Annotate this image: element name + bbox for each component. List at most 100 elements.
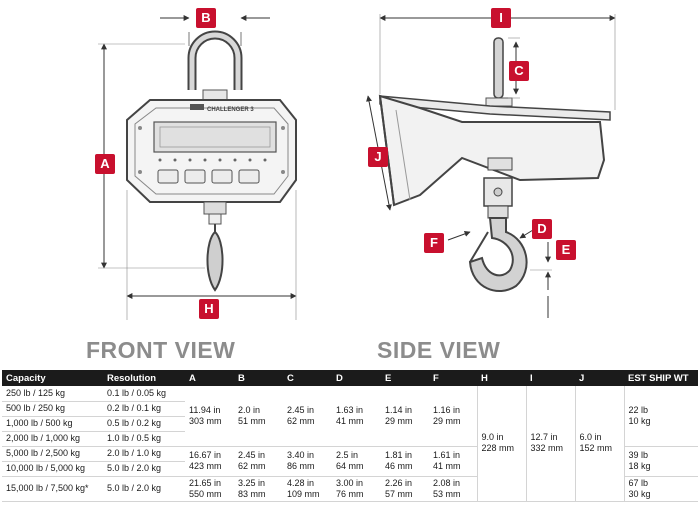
dim-mm: 51 mm bbox=[238, 415, 266, 426]
capacity-cell: 500 lb / 250 kg bbox=[2, 401, 103, 417]
dim-in: 2.45 in bbox=[238, 450, 266, 460]
dim-in: 2.0 in bbox=[238, 404, 261, 415]
dim-mm: 57 mm bbox=[385, 488, 413, 499]
dim-mm: 64 mm bbox=[336, 461, 364, 471]
front-button-4 bbox=[238, 169, 260, 184]
scale-dimension-diagram: CHALLENGER 3 bbox=[98, 14, 616, 320]
dim-mm: 332 mm bbox=[530, 443, 564, 454]
header-B: B bbox=[234, 370, 283, 386]
front-view-title: FRONT VIEW bbox=[86, 337, 236, 363]
table-row: 250 lb / 125 kg 0.1 lb / 0.05 kg 11.94 i… bbox=[2, 386, 698, 502]
header-J: J bbox=[575, 370, 624, 386]
header-C: C bbox=[283, 370, 332, 386]
front-display-window bbox=[153, 121, 277, 153]
dim-mm: 83 mm bbox=[238, 488, 266, 499]
table-header-row: Capacity Resolution A B C D E F H I J ES… bbox=[2, 370, 698, 386]
wt-kg: 10 kg bbox=[628, 415, 651, 426]
dim-in: 1.61 in bbox=[433, 450, 461, 460]
dim-mm: 62 mm bbox=[238, 461, 266, 471]
header-resolution: Resolution bbox=[103, 370, 185, 386]
dim-in: 3.40 in bbox=[287, 450, 315, 460]
dim-mm: 423 mm bbox=[189, 461, 222, 471]
dim-mm: 29 mm bbox=[433, 415, 461, 426]
front-view-drawing: CHALLENGER 3 bbox=[98, 15, 297, 320]
dim-in: 21.65 in bbox=[189, 477, 222, 488]
dim-in: 1.16 in bbox=[433, 404, 461, 415]
header-H: H bbox=[477, 370, 526, 386]
dim-in: 6.0 in bbox=[579, 432, 602, 443]
badge-side-F: F bbox=[424, 233, 444, 253]
dim-mm: 228 mm bbox=[481, 443, 515, 454]
capacity-cell: 15,000 lb / 7,500 kg* bbox=[2, 476, 103, 502]
dim-mm: 76 mm bbox=[336, 488, 364, 499]
dim-mm: 550 mm bbox=[189, 488, 222, 499]
side-view-title: SIDE VIEW bbox=[377, 337, 501, 363]
capacity-cell: 5,000 lb / 2,500 kg bbox=[2, 446, 103, 462]
resolution-cell: 5.0 lb / 2.0 kg bbox=[103, 476, 185, 502]
dim-in: 2.45 in bbox=[287, 404, 315, 415]
side-view-drawing bbox=[366, 14, 616, 318]
badge-side-D: D bbox=[532, 219, 552, 239]
dim-in: 2.26 in bbox=[385, 477, 413, 488]
capacity-cell: 2,000 lb / 1,000 kg bbox=[2, 431, 103, 447]
dim-mm: 29 mm bbox=[385, 415, 413, 426]
dim-mm: 109 mm bbox=[287, 488, 320, 499]
wt-lb: 67 lb bbox=[628, 477, 649, 488]
dim-in: 12.7 in bbox=[530, 432, 558, 443]
front-logo-text: CHALLENGER 3 bbox=[207, 107, 254, 113]
table-row: 10,000 lb / 5,000 kg 5.0 lb / 2.0 kg bbox=[2, 461, 698, 477]
header-D: D bbox=[332, 370, 381, 386]
dim-mm: 41 mm bbox=[433, 461, 461, 471]
dim-in: 1.81 in bbox=[385, 450, 413, 460]
dim-in: 2.5 in bbox=[336, 450, 359, 460]
dim-mm: 303 mm bbox=[189, 415, 222, 426]
resolution-cell: 0.5 lb / 0.2 kg bbox=[103, 416, 185, 432]
dim-in: 9.0 in bbox=[481, 432, 504, 443]
capacity-cell: 1,000 lb / 500 kg bbox=[2, 416, 103, 432]
badge-side-J: J bbox=[368, 147, 388, 167]
table-row: 15,000 lb / 7,500 kg* 5.0 lb / 2.0 kg 21… bbox=[2, 476, 698, 502]
badge-side-I: I bbox=[491, 8, 511, 28]
front-button-1 bbox=[157, 169, 179, 184]
resolution-cell: 1.0 lb / 0.5 kg bbox=[103, 431, 185, 447]
header-F: F bbox=[429, 370, 477, 386]
table-row: 500 lb / 250 kg 0.2 lb / 0.1 kg bbox=[2, 401, 698, 417]
dim-mm: 62 mm bbox=[287, 415, 315, 426]
header-est-ship-wt: EST SHIP WT bbox=[624, 370, 698, 386]
dim-mm: 46 mm bbox=[385, 461, 413, 471]
dim-in: 16.67 in bbox=[189, 450, 222, 460]
side-shackle bbox=[493, 37, 504, 99]
wt-kg: 30 kg bbox=[628, 488, 651, 499]
badge-side-C: C bbox=[509, 61, 529, 81]
wt-lb: 22 lb bbox=[628, 404, 649, 415]
wt-kg: 18 kg bbox=[628, 461, 651, 471]
wt-lb: 39 lb bbox=[628, 450, 649, 460]
table-row: 5,000 lb / 2,500 kg 2.0 lb / 1.0 kg 16.6… bbox=[2, 446, 698, 477]
dim-in: 3.25 in bbox=[238, 477, 266, 488]
dim-in: 4.28 in bbox=[287, 477, 315, 488]
table-row: 2,000 lb / 1,000 kg 1.0 lb / 0.5 kg bbox=[2, 431, 698, 447]
capacity-cell: 250 lb / 125 kg bbox=[2, 386, 103, 402]
specifications-table: Capacity Resolution A B C D E F H I J ES… bbox=[2, 370, 698, 502]
